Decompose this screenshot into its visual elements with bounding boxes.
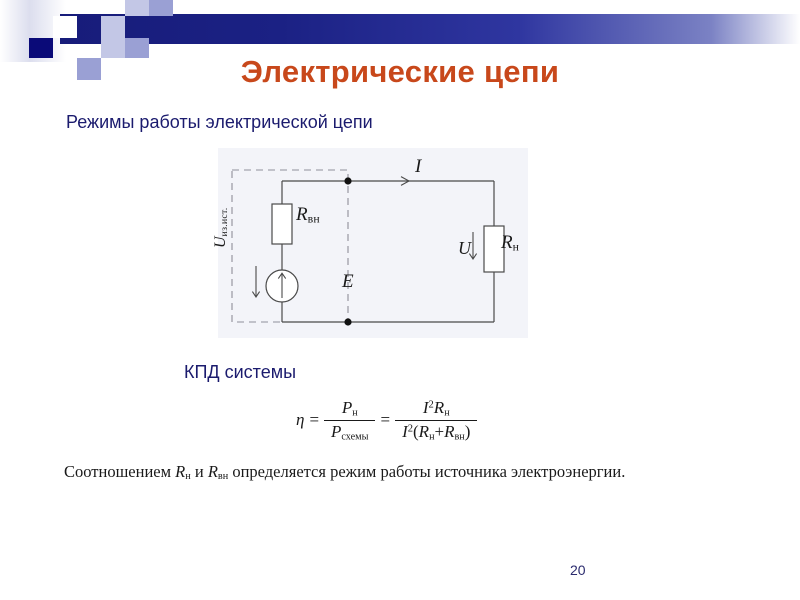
- deco-square-6: [125, 0, 149, 16]
- conclusion-r-internal-sub: вн: [217, 471, 229, 483]
- conclusion-part-2: и: [190, 462, 208, 481]
- formula-numerator: I2Rн: [422, 398, 450, 419]
- voltage-load-arrow-head: [468, 253, 478, 260]
- page-number: 20: [570, 562, 586, 578]
- conclusion-r-internal: R: [207, 462, 218, 481]
- voltage-source-arrow-head: [251, 291, 261, 298]
- deco-square-3: [77, 58, 101, 80]
- label-voltage-load: U: [458, 238, 471, 258]
- emf-arrow-head: [277, 272, 287, 279]
- formula-current-ratio: I2Rн I2(Rн+Rвн): [395, 398, 478, 442]
- section-heading: КПД системы: [184, 362, 297, 382]
- formula-equals-2: =: [380, 410, 391, 430]
- formula-power-load: Pн: [341, 398, 358, 419]
- deco-square-8: [149, 0, 173, 16]
- deco-square-7: [125, 38, 149, 58]
- current-arrow-head: [400, 176, 411, 186]
- formula-denominator: I2(Rн+Rвн): [395, 419, 478, 442]
- efficiency-formula: η = Pн Pсхемы = I2Rн I2(Rн+Rвн): [296, 398, 478, 442]
- deco-square-4: [101, 16, 125, 38]
- junction-node-top: [344, 177, 352, 185]
- label-emf: E: [342, 271, 354, 292]
- label-resistor-internal: Rвн: [296, 204, 320, 226]
- conclusion-text: Соотношением Rн и Rвн определяется режим…: [64, 462, 625, 482]
- label-resistor-load: Rн: [501, 232, 520, 254]
- deco-square-2: [53, 16, 77, 38]
- conclusion-r-load-sub: н: [185, 471, 191, 483]
- subtitle: Режимы работы электрической цепи: [66, 112, 373, 132]
- formula-eta: η: [296, 410, 305, 430]
- header-decoration: [0, 0, 800, 80]
- resistor-load-symbol: [483, 225, 505, 273]
- formula-equals-1: =: [309, 410, 320, 430]
- page-title: Электрические цепи: [240, 54, 560, 89]
- conclusion-part-1: Соотношением: [64, 462, 176, 481]
- deco-square-5: [101, 38, 125, 58]
- circuit-diagram: Rвн Rн E U I Uиз.ист.: [212, 148, 528, 338]
- junction-node-bottom: [344, 318, 352, 326]
- circuit-schematic-svg: [231, 169, 505, 326]
- deco-square-1: [29, 38, 53, 58]
- formula-power-ratio: Pн Pсхемы: [324, 398, 376, 442]
- conclusion-r-load: R: [175, 462, 186, 481]
- resistor-internal-symbol: [271, 203, 293, 245]
- conclusion-part-3: определяется режим работы источника элек…: [228, 462, 626, 481]
- header-bar: [60, 14, 800, 44]
- label-current: I: [415, 156, 422, 177]
- label-voltage-source: Uиз.ист.: [212, 207, 231, 248]
- formula-power-circuit: Pсхемы: [324, 419, 376, 442]
- circuit-background: [218, 148, 528, 338]
